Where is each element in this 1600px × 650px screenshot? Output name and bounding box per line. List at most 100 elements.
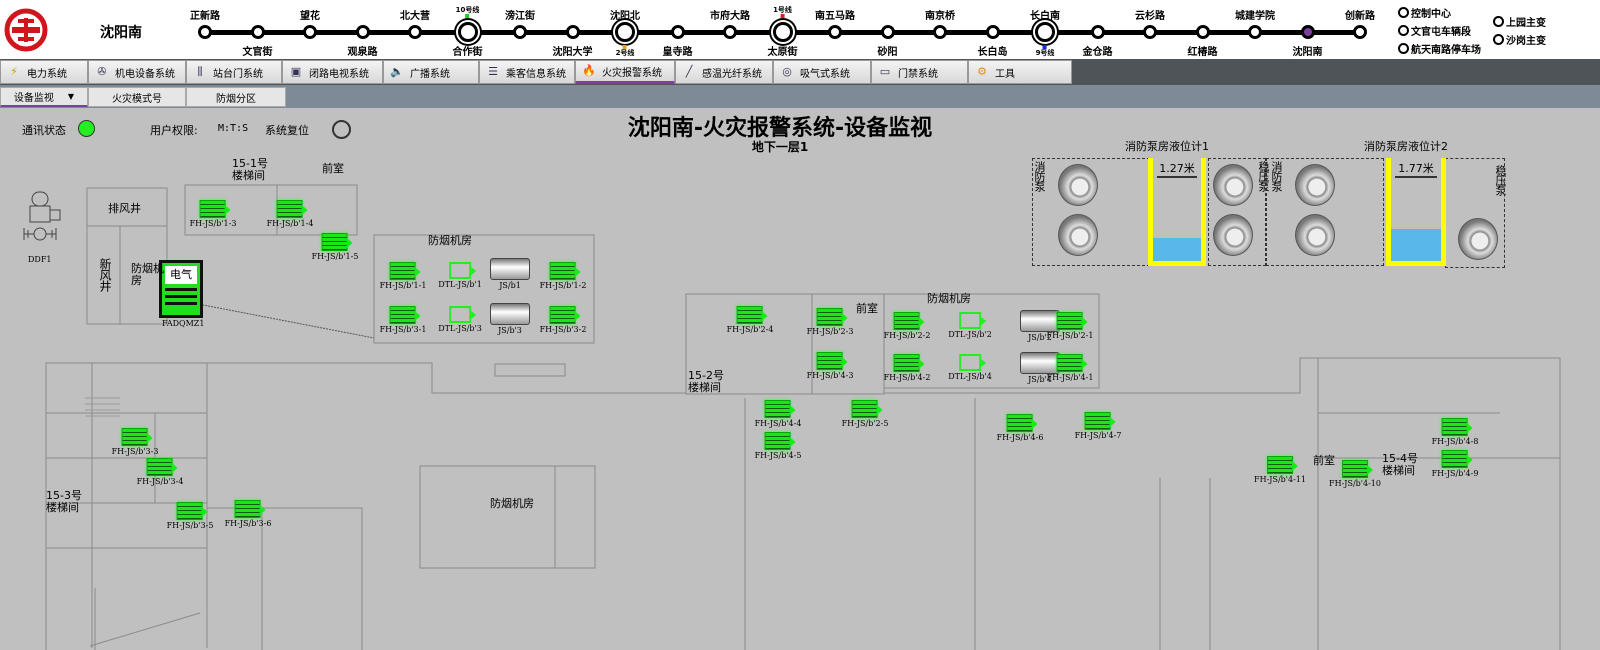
device-motor[interactable]: JS/b'3: [490, 303, 530, 335]
menu-speaker[interactable]: 🔈广播系统: [383, 60, 479, 84]
station-label[interactable]: 北大营: [400, 11, 430, 22]
device-fan[interactable]: FH-JS/b'4-4: [755, 400, 801, 428]
side-link[interactable]: 文官屯车辆段: [1398, 23, 1471, 38]
device-fan[interactable]: FH-JS/b'3-2: [540, 306, 586, 334]
station-node[interactable]: [1035, 22, 1055, 42]
device-dtl[interactable]: DTL-JS/b'2: [948, 312, 992, 339]
device-fan[interactable]: FH-JS/b'1-1: [380, 262, 426, 290]
side-link[interactable]: 控制中心: [1398, 5, 1451, 20]
station-label[interactable]: 创新路: [1345, 11, 1375, 22]
station-label[interactable]: 合作街: [452, 47, 483, 58]
device-fan[interactable]: FH-JS/b'4-10: [1329, 460, 1381, 488]
menu-access[interactable]: ▭门禁系统: [871, 60, 968, 84]
device-fan[interactable]: FH-JS/b'3-3: [112, 428, 158, 456]
subtab[interactable]: 防烟分区: [186, 87, 286, 107]
station-node[interactable]: [457, 22, 478, 42]
menu-aspirating[interactable]: ◎吸气式系统: [773, 60, 871, 84]
station-node[interactable]: [880, 25, 895, 39]
device-fan[interactable]: FH-JS/b'4-8: [1432, 418, 1478, 446]
station-label[interactable]: 沈阳北: [610, 11, 640, 22]
device-fan[interactable]: FH-JS/b'2-4: [727, 306, 773, 334]
station-label[interactable]: 文官街: [242, 47, 273, 58]
side-link[interactable]: 沙岗主变: [1493, 32, 1546, 47]
side-link[interactable]: 上园主变: [1493, 14, 1546, 29]
station-label[interactable]: 南京桥: [925, 11, 955, 22]
station-label[interactable]: 市府大路: [710, 11, 750, 22]
station-node[interactable]: [1090, 25, 1105, 39]
station-label[interactable]: 太原街: [767, 47, 798, 58]
station-label[interactable]: 正新路: [190, 11, 220, 22]
station-node[interactable]: [408, 25, 422, 39]
station-node[interactable]: [250, 25, 265, 39]
station-node[interactable]: [1300, 25, 1315, 39]
device-fan[interactable]: FH-JS/b'2-1: [1047, 312, 1093, 340]
device-fan[interactable]: FH-JS/b'1-5: [312, 233, 358, 261]
device-fan[interactable]: FH-JS/b'4-3: [807, 352, 853, 380]
device-fan[interactable]: FH-JS/b'4-9: [1432, 450, 1478, 478]
pump-icon[interactable]: [1058, 214, 1098, 256]
device-fan[interactable]: FH-JS/b'4-7: [1075, 412, 1121, 440]
station-label[interactable]: 皇寺路: [662, 47, 693, 58]
menu-info[interactable]: ☰乘客信息系统: [479, 60, 575, 84]
pump-icon[interactable]: [1458, 218, 1498, 260]
station-node[interactable]: [1353, 25, 1367, 39]
device-fan[interactable]: FH-JS/b'2-3: [807, 308, 853, 336]
menu-tools[interactable]: ⚙工具: [968, 60, 1072, 84]
side-link[interactable]: 航天南路停车场: [1398, 41, 1481, 56]
station-label[interactable]: 金仓路: [1082, 47, 1113, 58]
subtab[interactable]: 设备监视▼: [0, 87, 88, 107]
station-node[interactable]: [615, 22, 635, 42]
station-node[interactable]: [772, 22, 793, 42]
device-fan[interactable]: FH-JS/b'3-5: [167, 502, 213, 530]
station-label[interactable]: 砂阳: [877, 47, 898, 58]
station-label[interactable]: 沈阳大学: [552, 47, 593, 58]
station-node[interactable]: [828, 25, 842, 39]
station-node[interactable]: [513, 25, 527, 39]
station-label[interactable]: 红椿路: [1187, 47, 1218, 58]
station-label[interactable]: 观泉路: [347, 47, 378, 58]
station-node[interactable]: [198, 25, 212, 39]
station-label[interactable]: 城建学院: [1235, 11, 1275, 22]
device-dtl[interactable]: DTL-JS/b'1: [438, 262, 482, 289]
electrical-panel[interactable]: 电气: [159, 260, 203, 318]
pump-icon[interactable]: [1295, 164, 1335, 206]
device-fan[interactable]: FH-JS/b'1-4: [267, 200, 313, 228]
pump-icon[interactable]: [1213, 214, 1253, 256]
menu-cctv[interactable]: ▣闭路电视系统: [282, 60, 383, 84]
station-node[interactable]: [303, 25, 317, 39]
device-motor[interactable]: JS/b1: [490, 258, 530, 290]
station-node[interactable]: [670, 25, 685, 39]
menu-fiber[interactable]: ╱感温光纤系统: [675, 60, 773, 84]
pump-icon[interactable]: [1213, 164, 1253, 206]
system-reset-button[interactable]: [332, 120, 351, 139]
station-node[interactable]: [985, 25, 1000, 39]
station-label[interactable]: 沈阳南: [1292, 47, 1323, 58]
device-fan[interactable]: FH-JS/b'1-3: [190, 200, 236, 228]
pump-icon[interactable]: [1295, 214, 1335, 256]
station-node[interactable]: [1195, 25, 1210, 39]
station-node[interactable]: [1248, 25, 1262, 39]
station-node[interactable]: [933, 25, 947, 39]
chevron-down-icon[interactable]: ▼: [67, 92, 75, 101]
station-label[interactable]: 滂江街: [505, 11, 535, 22]
menu-fan[interactable]: ✇机电设备系统: [88, 60, 186, 84]
device-fan[interactable]: FH-JS/b'1-2: [540, 262, 586, 290]
device-fan[interactable]: FH-JS/b'3-6: [225, 500, 271, 528]
device-fan[interactable]: FH-JS/b'4-2: [884, 354, 930, 382]
device-fan[interactable]: FH-JS/b'4-5: [755, 432, 801, 460]
station-label[interactable]: 云杉路: [1135, 11, 1165, 22]
device-dtl[interactable]: DTL-JS/b'4: [948, 354, 992, 381]
station-label[interactable]: 长白南: [1030, 11, 1060, 22]
station-node[interactable]: [723, 25, 737, 39]
device-fan[interactable]: FH-JS/b'3-4: [137, 458, 183, 486]
station-label[interactable]: 长白岛: [977, 47, 1008, 58]
device-fan[interactable]: FH-JS/b'3-1: [380, 306, 426, 334]
pump-icon[interactable]: [1058, 164, 1098, 206]
device-dtl[interactable]: DTL-JS/b'3: [438, 306, 482, 333]
station-node[interactable]: [355, 25, 370, 39]
device-fan[interactable]: FH-JS/b'2-2: [884, 312, 930, 340]
station-label[interactable]: 望花: [300, 11, 320, 22]
station-label[interactable]: 南五马路: [815, 11, 855, 22]
menu-platform-door[interactable]: ⫼站台门系统: [186, 60, 282, 84]
station-node[interactable]: [565, 25, 580, 39]
